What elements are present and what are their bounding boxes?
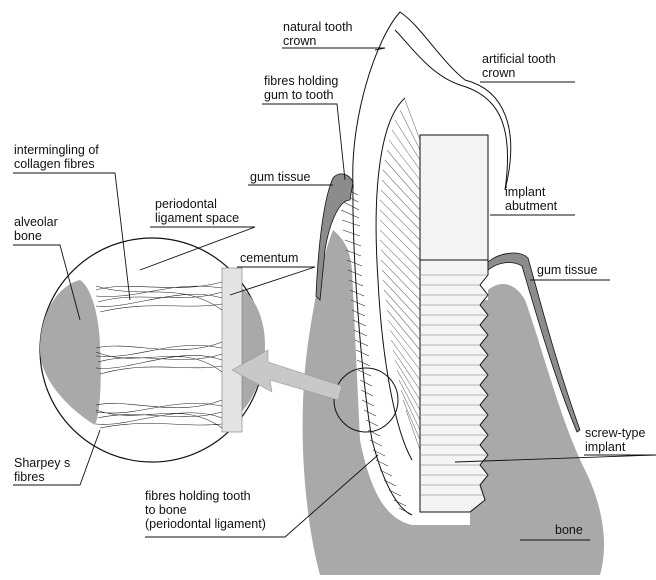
label-bone: bone bbox=[555, 523, 583, 537]
dentin-hatching bbox=[380, 100, 420, 450]
label-gum-tissue-right: gum tissue bbox=[537, 263, 597, 277]
label-gum-tissue-left: gum tissue bbox=[250, 170, 310, 184]
screw-implant bbox=[420, 260, 488, 512]
label-cementum: cementum bbox=[240, 251, 298, 265]
implant-abutment bbox=[420, 135, 488, 260]
magnified-view bbox=[40, 238, 265, 462]
dentin-curve bbox=[376, 98, 412, 460]
